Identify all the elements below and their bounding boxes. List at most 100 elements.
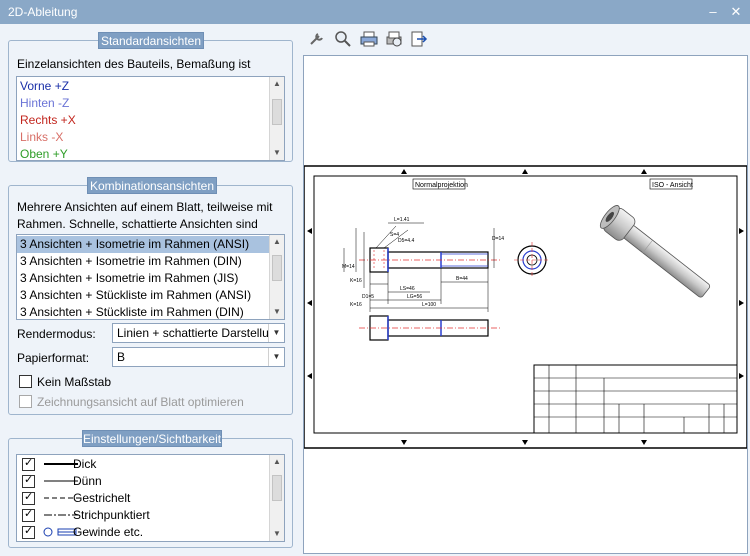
visibility-checkbox[interactable]: ✓ [22,525,35,539]
print-icon [360,31,378,47]
paper-format-select[interactable]: B ▼ [112,347,285,367]
optimize-view-checkbox[interactable] [19,395,32,408]
settings-group: Einstellungen/Sichtbarkeit ✓ Dick ✓ Dünn… [8,430,293,548]
dimension-label: LS=46 [400,286,415,292]
scroll-thumb[interactable] [272,255,282,281]
visibility-checkbox[interactable]: ✓ [22,474,35,488]
list-item-label: Gestrichelt [73,491,131,505]
scroll-thumb[interactable] [272,475,282,501]
list-item-label: 3 Ansichten + Stückliste im Rahmen (ANSI… [20,288,252,302]
list-item[interactable]: ✓ Dünn [17,473,269,490]
dimension-label: S=4 [390,232,399,238]
list-item-label: Dick [73,457,97,471]
list-item-selected[interactable]: 3 Ansichten + Isometrie im Rahmen (ANSI) [17,236,269,253]
scroll-down-icon[interactable]: ▼ [273,529,281,538]
thread-icon [43,527,77,537]
list-item[interactable]: 3 Ansichten + Stückliste im Rahmen (ANSI… [17,287,269,304]
zoom-icon [335,31,351,47]
list-item-label: Links -X [20,130,64,144]
standard-views-list[interactable]: Vorne +Z Hinten -Z Rechts +X Links -X Ob… [16,76,285,161]
dimension-label: D=14 [492,236,504,242]
combination-views-list[interactable]: 3 Ansichten + Isometrie im Rahmen (ANSI)… [16,234,285,320]
dimension-label: D1=5 [362,294,374,300]
visibility-checkbox[interactable]: ✓ [22,508,35,522]
list-item[interactable]: 3 Ansichten + Isometrie im Rahmen (DIN) [17,253,269,270]
drawing-preview[interactable]: Normalprojektion ISO - Ansicht [303,55,748,554]
list-item[interactable]: Rechts +X [17,112,269,129]
scroll-up-icon[interactable]: ▲ [273,457,281,466]
list-item-label: Vorne +Z [20,79,70,93]
chevron-down-icon[interactable]: ▼ [268,348,284,366]
list-item[interactable]: Oben +Y [17,146,269,161]
no-scale-label: Kein Maßstab [37,375,112,389]
render-mode-value: Linien + schattierte Darstellung [117,326,283,340]
print-button[interactable] [358,29,380,49]
list-item-label: 3 Ansichten + Isometrie im Rahmen (DIN) [20,254,242,268]
list-item[interactable]: 3 Ansichten + Stückliste im Rahmen (DIN) [17,304,269,319]
dimension-label: K=16 [350,278,362,284]
paper-format-value: B [117,350,126,364]
list-item-label: Rechts +X [20,113,76,127]
standard-views-scrollbar[interactable]: ▲ ▼ [269,77,284,160]
visibility-checkbox[interactable]: ✓ [22,491,35,505]
list-item[interactable]: ✓ Strichpunktiert [17,507,269,524]
thin-line-icon [44,480,78,482]
thick-line-icon [44,463,78,465]
check-icon: ✓ [24,491,34,503]
scroll-up-icon[interactable]: ▲ [273,79,281,88]
export-button[interactable] [408,29,430,49]
scroll-thumb[interactable] [272,99,282,125]
render-mode-select[interactable]: Linien + schattierte Darstellung ▼ [112,323,285,343]
standard-views-title: Standardansichten [98,32,204,49]
list-item-label: Hinten -Z [20,96,70,110]
paper-format-label: Papierformat: [17,351,90,365]
check-icon: ✓ [24,508,34,520]
list-item[interactable]: ✓ Dick [17,456,269,473]
list-item-label: 3 Ansichten + Isometrie im Rahmen (JIS) [20,271,239,285]
dashed-line-icon [44,497,78,499]
dash-dot-line-icon [44,514,78,516]
print-preview-icon [386,31,402,47]
list-item[interactable]: ✓ Gestrichelt [17,490,269,507]
dimension-label: M=14 [342,264,355,270]
standard-views-group: Standardansichten Einzelansichten des Ba… [8,32,293,162]
print-preview-button[interactable] [383,29,405,49]
wrench-icon [310,33,323,45]
wrench-button[interactable] [305,29,327,49]
list-item-label: Strichpunktiert [73,508,150,522]
export-icon [411,31,428,47]
scroll-down-icon[interactable]: ▼ [273,148,281,157]
scroll-up-icon[interactable]: ▲ [273,237,281,246]
view-title-left: Normalprojektion [415,182,468,189]
list-item[interactable]: Vorne +Z [17,78,269,95]
view-title-right: ISO - Ansicht [652,182,693,189]
visibility-checkbox[interactable]: ✓ [22,457,35,471]
dimension-label: LG=56 [407,294,422,300]
close-button[interactable]: ✕ [730,4,742,19]
minimize-button[interactable]: – [709,4,717,19]
scroll-down-icon[interactable]: ▼ [273,307,281,316]
settings-list[interactable]: ✓ Dick ✓ Dünn ✓ Gestrichelt ✓ Strichpunk… [16,454,285,542]
list-item[interactable]: Hinten -Z [17,95,269,112]
title-bar: 2D-Ableitung – ✕ [0,0,750,24]
zoom-button[interactable] [332,29,354,49]
list-item[interactable]: 3 Ansichten + Isometrie im Rahmen (JIS) [17,270,269,287]
combination-views-description-1: Mehrere Ansichten auf einem Blatt, teilw… [17,200,273,214]
render-mode-label: Rendermodus: [17,327,96,341]
list-item-label: Dünn [73,474,102,488]
dimension-label: L=1.41 [394,217,410,223]
list-item-label: Oben +Y [20,147,68,161]
list-item[interactable]: ✓ Gewinde etc. [17,524,269,541]
dimension-label: K=16 [350,302,362,308]
dimension-label: D5=4.4 [398,238,414,244]
settings-title: Einstellungen/Sichtbarkeit [82,430,222,447]
no-scale-checkbox[interactable] [19,375,32,388]
combination-views-scrollbar[interactable]: ▲ ▼ [269,235,284,319]
chevron-down-icon[interactable]: ▼ [268,324,284,342]
list-item-label: 3 Ansichten + Stückliste im Rahmen (DIN) [20,305,244,319]
settings-scrollbar[interactable]: ▲ ▼ [269,455,284,541]
window-title: 2D-Ableitung [8,5,78,19]
drawing-sheet: Normalprojektion ISO - Ansicht [304,165,747,449]
optimize-view-label: Zeichnungsansicht auf Blatt optimieren [37,395,244,409]
list-item[interactable]: Links -X [17,129,269,146]
